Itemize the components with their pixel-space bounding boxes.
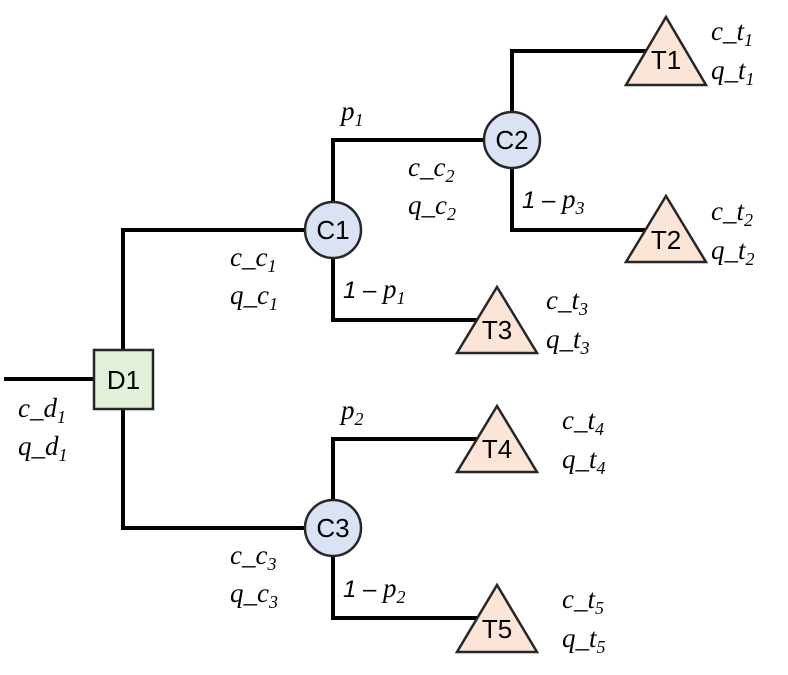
chance-node-c3-shape (303, 498, 363, 558)
chance-node-c2: C2 (482, 110, 542, 170)
edge-c2-t2 (510, 166, 647, 232)
edge-c1-c2 (331, 138, 485, 204)
terminal-node-t1: T1 (623, 14, 709, 87)
t4-cost-label: c_t4 (562, 405, 604, 439)
terminal-node-t4-label: T4 (482, 434, 512, 464)
c1-quality-label: q_c1 (230, 280, 278, 314)
terminal-node-t2-shape (623, 193, 709, 264)
c2-quality-label: q_c2 (408, 190, 456, 224)
terminal-node-t3: T3 (454, 284, 540, 355)
t1-cost-label: c_t1 (711, 16, 753, 50)
terminal-node-t2-label: T2 (651, 225, 681, 255)
terminal-node-t1-label: T1 (651, 45, 681, 75)
edge-d1-c3 (121, 407, 306, 530)
chance-node-c3-label: C3 (316, 513, 349, 543)
t2-quality-label: q_t2 (711, 235, 755, 269)
c2-lower-probability: 1 – p3 (522, 184, 585, 218)
branch-probability-labels: p1 1 – p1 1 – p3 p2 1 – p2 (339, 96, 585, 607)
chance-node-c1: C1 (303, 200, 363, 260)
d1-cost-label: c_d1 (18, 393, 66, 427)
chance-node-c2-shape (482, 110, 542, 170)
c1-lower-probability: 1 – p1 (343, 274, 406, 308)
t5-quality-label: q_t5 (562, 623, 606, 657)
decision-node-d1: D1 (92, 348, 155, 411)
t3-cost-label: c_t3 (546, 285, 588, 319)
node-attribute-labels: c_d1 q_d1 c_c1 q_c1 c_c2 q_c2 c_c3 q_c3 … (18, 16, 755, 657)
terminal-node-t1-shape (623, 14, 709, 87)
c3-quality-label: q_c3 (230, 578, 278, 612)
terminal-node-t5-shape (454, 582, 540, 654)
edges (4, 49, 647, 620)
terminal-node-t3-shape (454, 284, 540, 355)
terminal-node-t3-label: T3 (482, 315, 512, 345)
decision-node-d1-shape (92, 348, 155, 411)
c3-upper-probability: p2 (339, 395, 364, 429)
edge-c2-t1 (510, 49, 647, 114)
c1-upper-probability: p1 (339, 96, 364, 130)
terminal-node-t5-label: T5 (482, 614, 512, 644)
d1-quality-label: q_d1 (18, 431, 68, 465)
c3-cost-label: c_c3 (230, 540, 276, 574)
decision-node-d1-label: D1 (107, 365, 140, 395)
t5-cost-label: c_t5 (562, 584, 604, 618)
chance-node-c1-shape (303, 200, 363, 260)
c1-cost-label: c_c1 (230, 242, 276, 276)
terminal-node-t4: T4 (454, 403, 540, 474)
terminal-node-t5: T5 (454, 582, 540, 654)
chance-node-c2-label: C2 (495, 125, 528, 155)
edge-c3-t4 (331, 437, 478, 502)
chance-node-c3: C3 (303, 498, 363, 558)
t1-quality-label: q_t1 (711, 55, 755, 89)
edge-c1-t3 (331, 256, 478, 322)
t3-quality-label: q_t3 (546, 324, 590, 358)
edge-c3-t5 (331, 554, 478, 620)
terminal-node-t4-shape (454, 403, 540, 474)
t2-cost-label: c_t2 (711, 196, 753, 230)
c3-lower-probability: 1 – p2 (343, 573, 406, 607)
terminal-node-t2: T2 (623, 193, 709, 264)
edge-d1-c1 (121, 228, 306, 352)
c2-cost-label: c_c2 (408, 152, 454, 186)
t4-quality-label: q_t4 (562, 444, 606, 478)
chance-node-c1-label: C1 (316, 215, 349, 245)
